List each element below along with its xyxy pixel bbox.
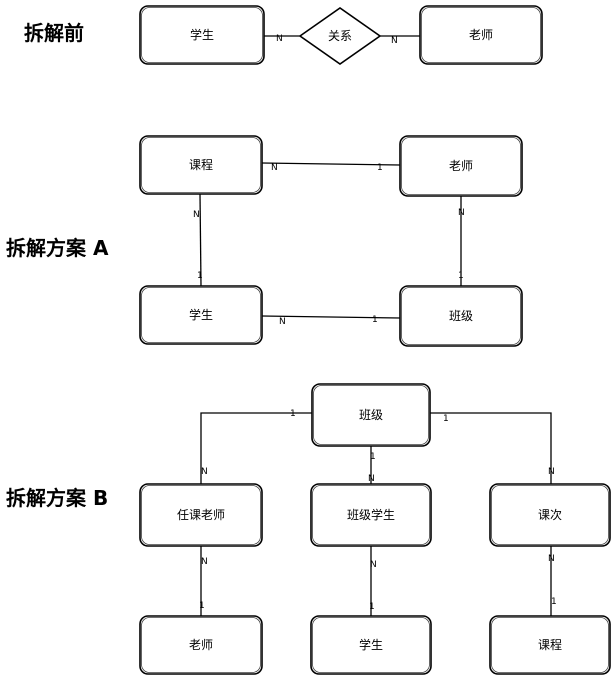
entity-box [310, 615, 432, 675]
entity-b-class-student[interactable]: 班级学生 [310, 483, 432, 547]
relation-diamond [298, 7, 382, 65]
entity-before-student[interactable]: 学生 [139, 5, 265, 65]
cardinality: 1 [458, 271, 464, 281]
cardinality: N [201, 467, 208, 477]
entity-box [139, 615, 263, 675]
cardinality: 1 [377, 163, 383, 173]
heading-plan-a: 拆解方案 A [6, 236, 109, 260]
cardinality: N [271, 163, 278, 173]
entity-box-sketch [141, 485, 261, 545]
cardinality: 1 [290, 409, 296, 419]
entity-box-sketch [141, 287, 261, 343]
entity-b-course-teacher[interactable]: 任课老师 [139, 483, 263, 547]
entity-box [489, 483, 611, 547]
cardinality: 1 [551, 597, 557, 607]
entity-label: 老师 [469, 28, 493, 42]
cardinality: N [201, 557, 208, 567]
edge-course-teacher [261, 162, 401, 166]
entity-label: 课程 [189, 157, 213, 172]
entity-box [139, 135, 263, 195]
cardinality: 1 [369, 602, 375, 612]
entity-box-sketch [491, 485, 609, 545]
cardinality: N [368, 474, 375, 484]
cardinality: 1 [199, 601, 205, 611]
entity-box-sketch [141, 7, 263, 63]
entity-label: 老师 [189, 638, 213, 652]
entity-b-student[interactable]: 学生 [310, 615, 432, 675]
entity-b-teacher[interactable]: 老师 [139, 615, 263, 675]
entity-label: 课程 [538, 637, 562, 652]
cardinality: N [276, 34, 283, 44]
cardinality: N [548, 554, 555, 564]
entity-a-class[interactable]: 班级 [399, 285, 523, 347]
entity-label: 学生 [359, 637, 383, 652]
entity-a-student[interactable]: 学生 [139, 285, 263, 345]
entity-box [419, 5, 543, 65]
cardinality: 1 [370, 452, 376, 462]
entity-box-sketch [141, 617, 261, 673]
entity-box-sketch [313, 385, 429, 445]
entity-label: 班级 [359, 408, 383, 422]
entity-b-lesson[interactable]: 课次 [489, 483, 611, 547]
entity-label: 任课老师 [177, 508, 225, 522]
entity-label: 老师 [449, 159, 473, 173]
entity-b-course[interactable]: 课程 [489, 615, 611, 675]
entity-box [399, 285, 523, 347]
entity-box-sketch [491, 617, 609, 673]
heading-plan-b: 拆解方案 B [6, 486, 109, 510]
entity-box [310, 483, 432, 547]
edge-class-courseteacher [200, 412, 312, 484]
edges-plan-b [200, 412, 552, 616]
entity-box-sketch [401, 137, 521, 195]
relation-label: 关系 [328, 29, 352, 43]
cardinality: N [193, 210, 200, 220]
entity-box [139, 5, 265, 65]
entity-box [139, 483, 263, 547]
entity-before-teacher[interactable]: 老师 [419, 5, 543, 65]
entity-label: 班级 [449, 309, 473, 323]
relation-before[interactable]: 关系 [298, 7, 382, 65]
entity-b-class[interactable]: 班级 [311, 383, 431, 447]
entity-label: 学生 [189, 307, 213, 322]
cardinality: N [458, 208, 465, 218]
entity-label: 学生 [190, 27, 214, 42]
cardinality: 1 [443, 414, 449, 424]
cardinality: N [548, 467, 555, 477]
entity-box-sketch [312, 617, 430, 673]
cardinality: N [370, 560, 377, 570]
entity-box-sketch [401, 287, 521, 345]
entity-label: 课次 [538, 508, 562, 522]
cardinality: 1 [197, 271, 203, 281]
entity-box-sketch [312, 485, 430, 545]
entity-box [399, 135, 523, 197]
edge-student-class [261, 315, 401, 319]
edge-course-student [199, 193, 202, 287]
cardinality: 1 [372, 315, 378, 325]
edges-plan-a [199, 162, 462, 319]
cardinality: N [279, 317, 286, 327]
heading-before: 拆解前 [24, 21, 84, 45]
edge-class-lesson [430, 412, 552, 484]
entity-box-sketch [421, 7, 541, 63]
entity-box [139, 285, 263, 345]
entity-box [311, 383, 431, 447]
entity-label: 班级学生 [347, 507, 395, 522]
cardinality: N [391, 36, 398, 46]
entity-a-teacher[interactable]: 老师 [399, 135, 523, 197]
entity-box [489, 615, 611, 675]
entity-box-sketch [141, 137, 261, 193]
entity-a-course[interactable]: 课程 [139, 135, 263, 195]
